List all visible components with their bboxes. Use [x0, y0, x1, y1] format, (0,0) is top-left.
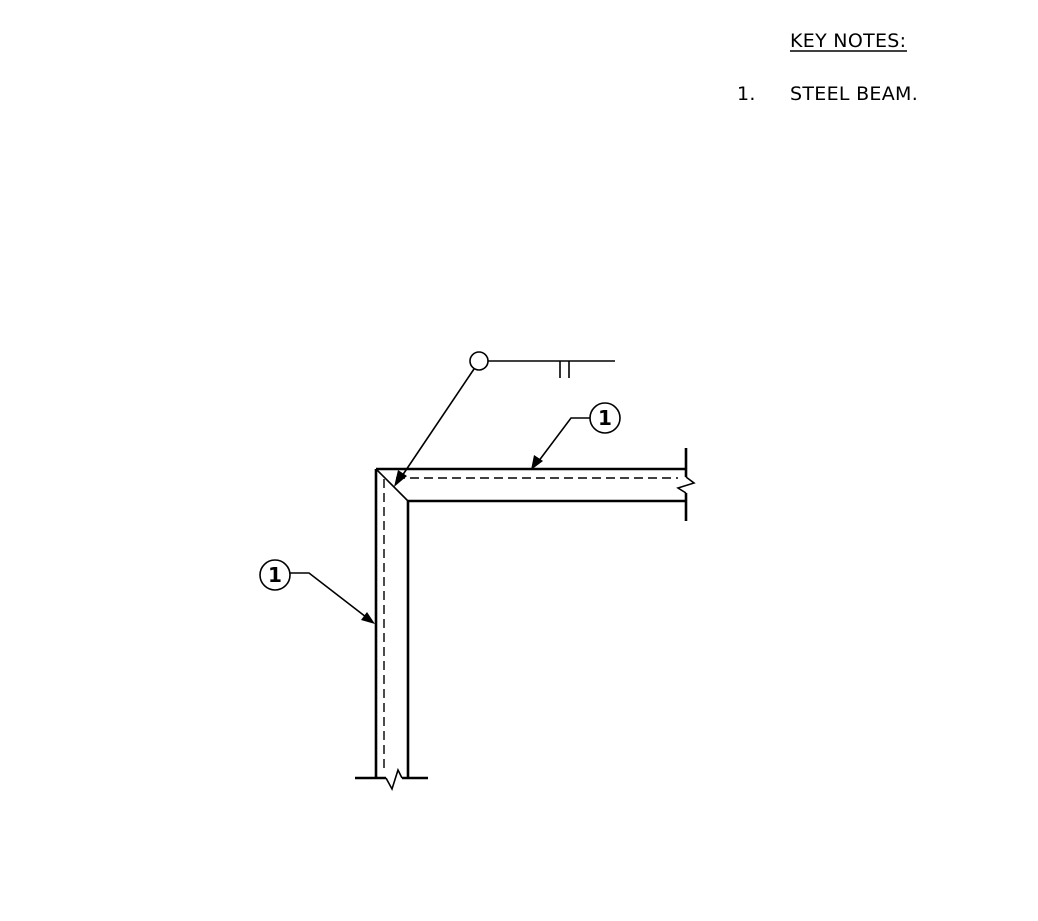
key-note-text: STEEL BEAM. [790, 83, 918, 105]
tag-leader-line [290, 572, 367, 618]
tag-leader-arrowhead-icon [531, 455, 543, 470]
key-notes: KEY NOTES: 1. STEEL BEAM. [737, 30, 918, 105]
weld-symbol [394, 351, 615, 487]
weld-leader-arrowhead-icon [394, 470, 407, 487]
vertical-break-symbol [385, 767, 403, 792]
weld-all-around-icon [469, 351, 489, 371]
miter-joint-line [375, 468, 409, 502]
tag-vertical-beam: 1 [259, 559, 375, 624]
key-notes-heading: KEY NOTES: [790, 30, 906, 52]
horizontal-break-symbol [676, 476, 696, 494]
tag-number: 1 [598, 406, 612, 430]
tag-leader-line [537, 417, 590, 463]
tag-horizontal-beam: 1 [531, 402, 621, 470]
horizontal-beam [376, 448, 696, 521]
tag-leader-arrowhead-icon [361, 612, 375, 624]
tag-number: 1 [268, 563, 282, 587]
key-note-number: 1. [737, 83, 756, 105]
vertical-beam [355, 468, 428, 792]
weld-leader-line [401, 368, 475, 477]
tag-circle [259, 559, 291, 591]
